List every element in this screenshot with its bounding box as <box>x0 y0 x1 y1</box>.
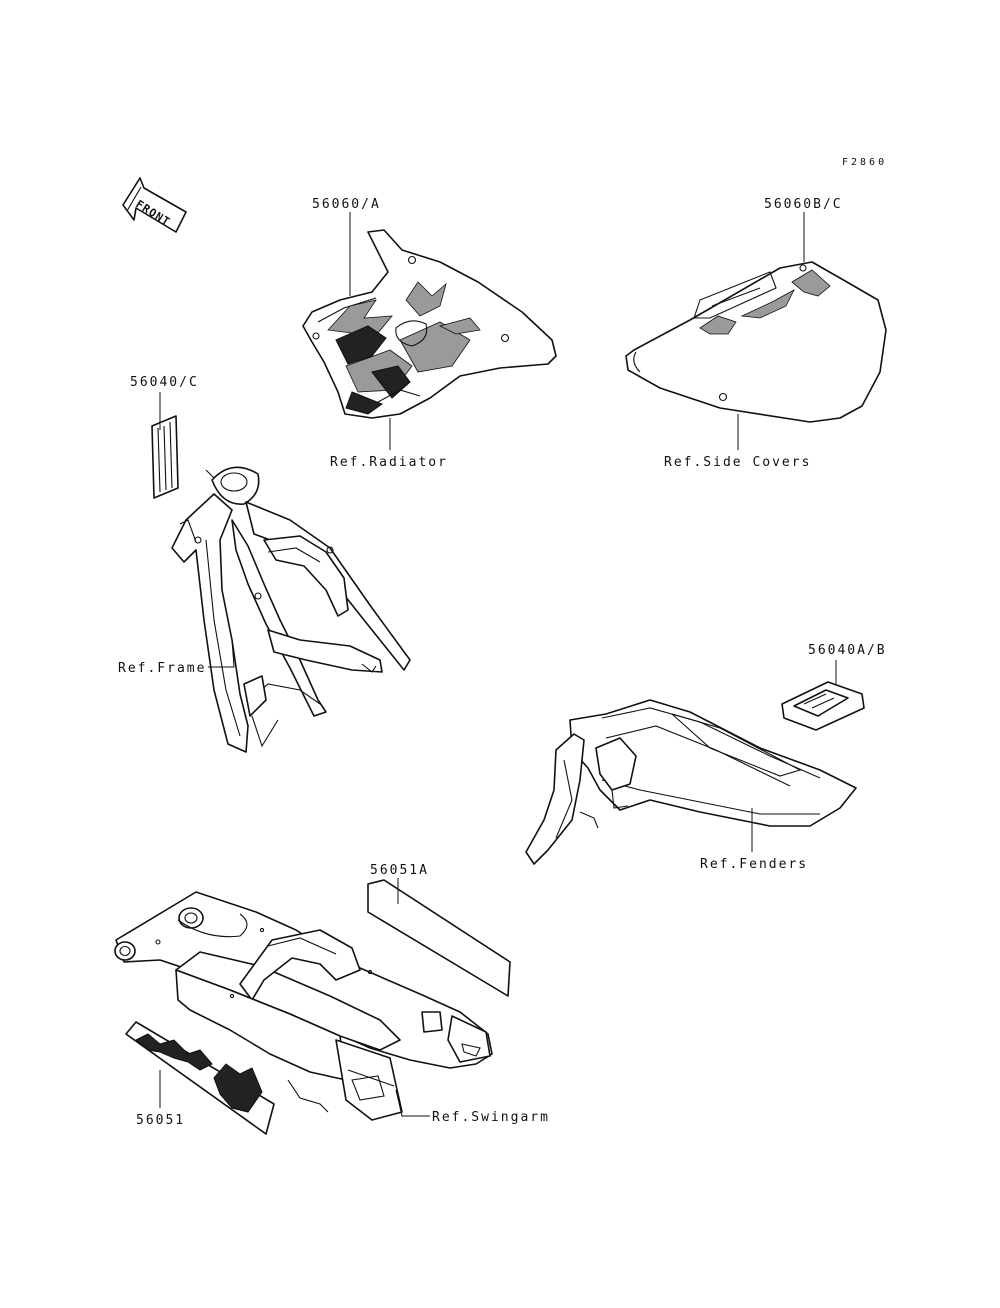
label-56040a-b: 56040A/B <box>808 643 887 658</box>
frame-drawing <box>171 466 411 753</box>
label-ref-swingarm: Ref.Swingarm <box>432 1110 550 1125</box>
figure-code: F2860 <box>842 157 887 168</box>
decal-56040c-drawing <box>151 415 179 499</box>
radiator-shroud-drawing <box>302 229 557 419</box>
label-56051: 56051 <box>136 1113 185 1128</box>
label-56060b-c: 56060B/C <box>764 197 843 212</box>
label-ref-frame: Ref.Frame <box>118 661 206 676</box>
rear-fender-drawing <box>525 699 857 865</box>
label-56051a: 56051A <box>370 863 429 878</box>
side-cover-drawing <box>625 261 887 423</box>
label-ref-fenders: Ref.Fenders <box>700 857 808 872</box>
label-56060-a: 56060/A <box>312 197 381 212</box>
decal-56040ab-drawing <box>781 681 865 731</box>
front-arrow-icon: FRONT <box>122 177 187 233</box>
label-56040-c: 56040/C <box>130 375 199 390</box>
swingarm-drawing <box>114 891 493 1121</box>
label-ref-side-covers: Ref.Side Covers <box>664 455 811 470</box>
leader-lines <box>159 212 837 1117</box>
label-ref-radiator: Ref.Radiator <box>330 455 448 470</box>
decal-56051a-drawing <box>367 879 511 997</box>
decal-56051-drawing <box>125 1021 275 1135</box>
